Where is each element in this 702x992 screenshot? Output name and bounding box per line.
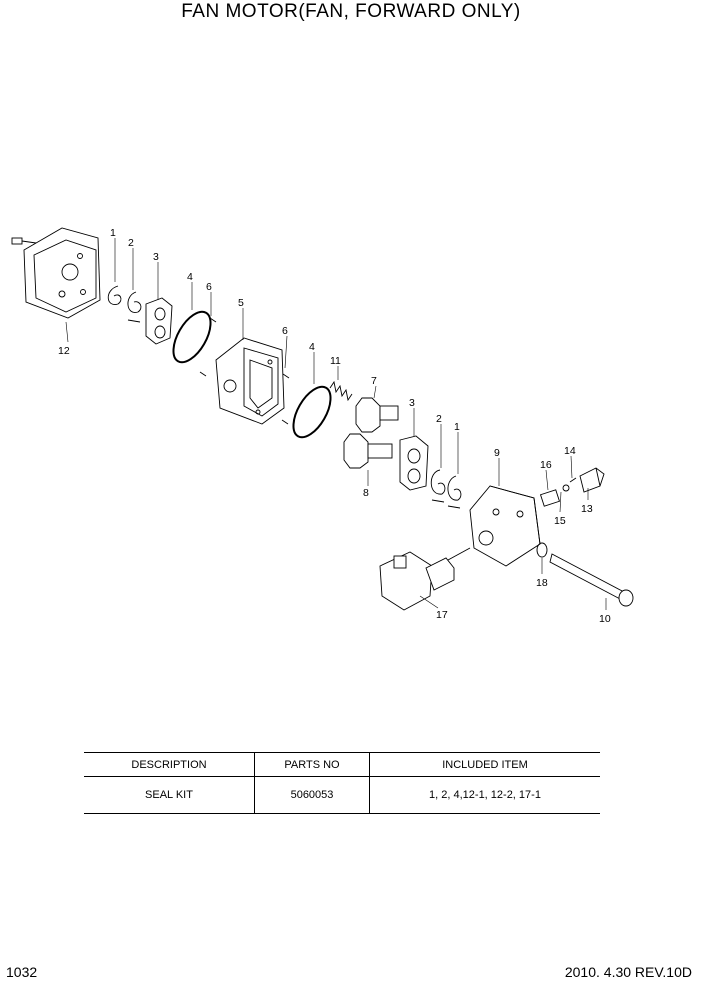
page-number: 1032	[6, 964, 38, 980]
gear-housing-part-5	[215, 337, 285, 425]
pin-part-6-lower	[281, 419, 289, 425]
cell-parts-no: 5060053	[254, 776, 370, 814]
pin-part-14	[569, 477, 577, 483]
check-valve-part-16	[539, 489, 561, 507]
callout-17: 17	[436, 609, 448, 621]
table-row: SEAL KIT 5060053 1, 2, 4,12-1, 12-2, 17-…	[84, 776, 600, 814]
callout-2-b: 2	[436, 413, 442, 425]
spring-part-11	[329, 380, 353, 402]
callout-18: 18	[536, 577, 548, 589]
header-description: DESCRIPTION	[84, 752, 255, 777]
callout-5: 5	[238, 297, 244, 309]
callout-labels: 1 2 3 4 6 5 6 12 4 11 7 3 2 1 8 9 16 14 …	[58, 227, 611, 625]
callout-4-b: 4	[309, 341, 315, 353]
bolt-part-10	[549, 553, 634, 607]
header-included-item: INCLUDED ITEM	[369, 752, 600, 777]
table-header-row: DESCRIPTION PARTS NO INCLUDED ITEM	[84, 752, 600, 777]
callout-3-b: 3	[409, 397, 415, 409]
callout-16: 16	[540, 459, 552, 471]
washer-part-18	[536, 542, 548, 558]
callout-7: 7	[371, 375, 377, 387]
callout-6: 6	[206, 281, 212, 293]
o-ring-part-4-right	[292, 385, 332, 439]
header-parts-no: PARTS NO	[254, 752, 370, 777]
callout-1-b: 1	[454, 421, 460, 433]
callout-13: 13	[581, 503, 593, 515]
callout-2: 2	[128, 237, 134, 249]
motor-cover-part-12	[11, 227, 101, 319]
pin-part-6-left	[199, 371, 207, 377]
bushing-part-3-left	[145, 297, 173, 345]
callout-10: 10	[599, 613, 611, 625]
callout-14: 14	[564, 445, 576, 457]
port-cover-part-9	[469, 485, 541, 567]
revision-date: 2010. 4.30 REV.10D	[564, 964, 692, 980]
spring-ring-part-2	[127, 291, 142, 323]
retaining-ring-part-1-right	[447, 475, 462, 509]
pin-part-6-right	[282, 373, 290, 379]
ball-part-15	[562, 484, 570, 492]
callout-6-b: 6	[282, 325, 288, 337]
bushing-part-3-right	[399, 435, 429, 491]
page-title: FAN MOTOR(FAN, FORWARD ONLY)	[181, 1, 521, 22]
cell-description: SEAL KIT	[84, 776, 255, 814]
parts-table: DESCRIPTION PARTS NO INCLUDED ITEM SEAL …	[84, 752, 600, 814]
driven-gear-part-8	[343, 433, 393, 469]
cell-included-item: 1, 2, 4,12-1, 12-2, 17-1	[369, 776, 600, 814]
pin-part-6-upper	[209, 317, 217, 323]
plug-part-13	[579, 467, 605, 493]
callout-9: 9	[494, 447, 500, 459]
callout-15: 15	[554, 515, 566, 527]
callout-12: 12	[58, 345, 70, 357]
callout-1: 1	[110, 227, 116, 239]
spring-ring-part-2-right	[430, 469, 446, 503]
callout-11: 11	[330, 355, 341, 367]
callout-8: 8	[363, 487, 369, 499]
retaining-ring-part-1	[107, 285, 122, 305]
callout-4: 4	[187, 271, 193, 283]
callout-3: 3	[153, 251, 159, 263]
solenoid-valve-part-17	[379, 547, 471, 611]
drive-gear-part-7	[355, 397, 399, 433]
o-ring-part-4-left	[172, 310, 212, 364]
